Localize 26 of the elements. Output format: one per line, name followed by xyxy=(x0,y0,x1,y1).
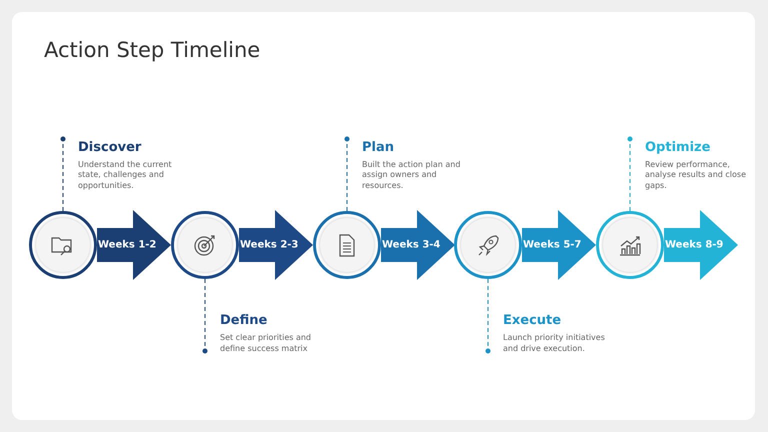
week-label: Weeks 8-9 xyxy=(665,240,724,250)
arrow-shape xyxy=(522,210,596,280)
step-heading: Optimize xyxy=(645,140,710,155)
step-description: Set clear priorities and define success matrix xyxy=(220,333,312,354)
leader-line xyxy=(202,278,208,354)
step-heading: Execute xyxy=(503,313,562,328)
arrow-shape xyxy=(239,210,313,280)
title: Action Step Timeline xyxy=(44,38,260,62)
step-description: Understand the current state, challenges and opportunities. xyxy=(78,160,173,192)
step-description: Launch priority initiatives and drive execution. xyxy=(503,333,606,354)
step-heading: Plan xyxy=(362,140,394,155)
step-heading: Define xyxy=(220,313,268,328)
week-label: Weeks 3-4 xyxy=(382,240,440,250)
arrow-shape xyxy=(381,210,455,280)
step-description: Built the action plan and assign owners and resources. xyxy=(362,160,462,192)
step-heading: Discover xyxy=(78,140,142,155)
leader-line xyxy=(344,136,350,212)
week-label: Weeks 2-3 xyxy=(240,240,298,250)
arrow-shape xyxy=(97,210,171,280)
week-label: Weeks 1-2 xyxy=(98,240,156,250)
leader-line xyxy=(628,136,632,212)
leader-line xyxy=(486,278,490,354)
step-description: Review performance, analyse results and close gaps. xyxy=(645,160,748,192)
arrow-shape xyxy=(664,210,738,280)
leader-line xyxy=(60,136,66,212)
week-label: Weeks 5-7 xyxy=(523,240,582,250)
